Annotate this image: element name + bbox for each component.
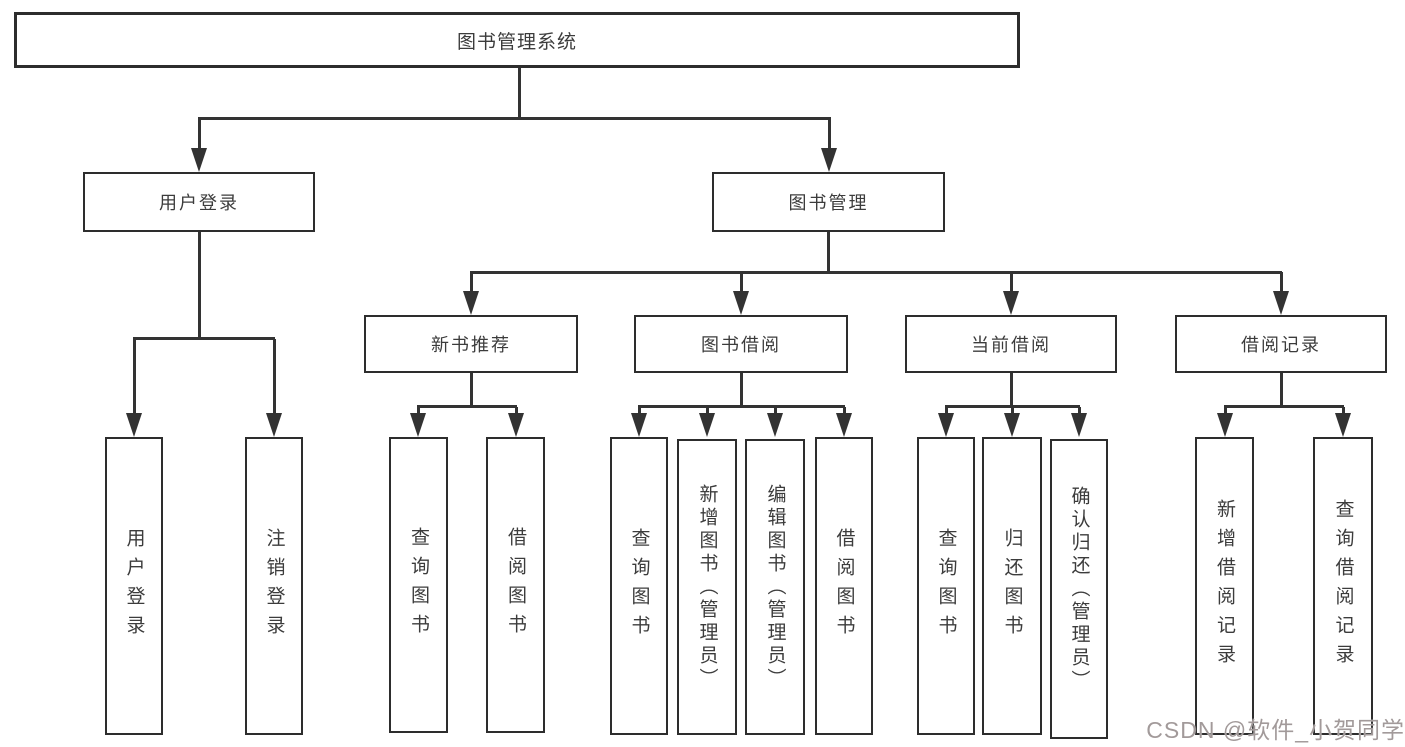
node-book-borrow-label: 图书借阅 [701, 335, 781, 355]
connector-borrow-records-stem [1280, 373, 1283, 407]
leaf-bb-add-book-admin-label: 新增图书（管理员） [696, 483, 718, 691]
leaf-bb-borrow-book: 借阅图书 [815, 437, 873, 735]
connector-arrow-nbr-borrow [507, 407, 525, 437]
connector-arrow-book-borrow [732, 272, 750, 315]
connector-arrow-cb-confirm [1070, 407, 1088, 437]
node-book-borrow: 图书借阅 [634, 315, 848, 373]
connector-arrow-br-add [1216, 407, 1234, 437]
connector-arrow-logout-leaf [265, 339, 283, 437]
connector-book-borrow-stem [740, 373, 743, 407]
connector-current-borrow-branch [945, 405, 1080, 408]
leaf-br-query-record: 查询借阅记录 [1313, 437, 1373, 735]
connector-new-book-stem [470, 373, 473, 407]
node-current-borrow: 当前借阅 [905, 315, 1117, 373]
connector-new-book-branch [417, 405, 517, 408]
leaf-user-login: 用户登录 [105, 437, 163, 735]
leaf-bb-add-book-admin: 新增图书（管理员） [677, 439, 737, 735]
connector-arrow-current-borrow [1002, 272, 1020, 315]
node-user-login: 用户登录 [83, 172, 315, 232]
leaf-bb-query-book: 查询图书 [610, 437, 668, 735]
node-user-login-label: 用户登录 [159, 193, 239, 213]
connector-arrow-bb-query [630, 407, 648, 437]
leaf-nbr-borrow-book: 借阅图书 [486, 437, 545, 733]
leaf-nbr-borrow-book-label: 借阅图书 [505, 527, 526, 643]
leaf-cb-return-book-label: 归还图书 [1001, 528, 1023, 644]
connector-arrow-cb-return [1003, 407, 1021, 437]
leaf-nbr-query-book-label: 查询图书 [408, 527, 429, 643]
leaf-user-login-label: 用户登录 [123, 528, 145, 644]
leaf-cb-query-book-label: 查询图书 [935, 528, 957, 644]
leaf-bb-edit-book-admin: 编辑图书（管理员） [745, 439, 805, 735]
connector-root-stem [518, 68, 521, 118]
leaf-br-query-record-label: 查询借阅记录 [1332, 499, 1354, 673]
node-new-book-recommend-label: 新书推荐 [431, 335, 511, 355]
leaf-cb-confirm-return-admin-label: 确认归还（管理员） [1068, 485, 1090, 693]
leaf-logout-label: 注销登录 [263, 528, 285, 644]
leaf-bb-borrow-book-label: 借阅图书 [833, 528, 855, 644]
leaf-cb-confirm-return-admin: 确认归还（管理员） [1050, 439, 1108, 739]
connector-current-borrow-stem [1010, 373, 1013, 407]
leaf-bb-edit-book-admin-label: 编辑图书（管理员） [764, 483, 786, 691]
connector-arrow-user-login [190, 118, 208, 172]
csdn-watermark: CSDN @软件_小贺同学 [1146, 717, 1405, 743]
leaf-logout: 注销登录 [245, 437, 303, 735]
connector-arrow-nbr-query [409, 407, 427, 437]
leaf-br-add-record-label: 新增借阅记录 [1214, 499, 1235, 673]
leaf-bb-query-book-label: 查询图书 [628, 528, 650, 644]
leaf-nbr-query-book: 查询图书 [389, 437, 448, 733]
connector-arrow-user-login-leaf [125, 339, 143, 437]
connector-user-login-stem [198, 232, 201, 339]
node-new-book-recommend: 新书推荐 [364, 315, 578, 373]
connector-arrow-book-management [820, 118, 838, 172]
connector-book-borrow-branch [638, 405, 845, 408]
node-borrow-records: 借阅记录 [1175, 315, 1387, 373]
connector-root-branch [198, 117, 831, 120]
connector-arrow-bb-edit [766, 407, 784, 437]
connector-arrow-br-query [1334, 407, 1352, 437]
leaf-br-add-record: 新增借阅记录 [1195, 437, 1254, 735]
connector-arrow-new-book [462, 272, 480, 315]
connector-arrow-bb-borrow [835, 407, 853, 437]
leaf-cb-return-book: 归还图书 [982, 437, 1042, 735]
connector-book-management-stem [827, 232, 830, 273]
leaf-cb-query-book: 查询图书 [917, 437, 975, 735]
node-book-management: 图书管理 [712, 172, 945, 232]
connector-borrow-records-branch [1224, 405, 1344, 408]
node-library-management-system-label: 图书管理系统 [456, 31, 577, 53]
connector-arrow-borrow-records [1272, 272, 1290, 315]
node-current-borrow-label: 当前借阅 [971, 335, 1051, 355]
node-library-management-system: 图书管理系统 [14, 12, 1020, 68]
node-book-management-label: 图书管理 [788, 193, 869, 213]
connector-arrow-bb-add [698, 407, 716, 437]
node-borrow-records-label: 借阅记录 [1241, 335, 1321, 355]
connector-arrow-cb-query [937, 407, 955, 437]
connector-user-login-branch [133, 337, 275, 340]
connector-book-management-branch [470, 271, 1282, 274]
